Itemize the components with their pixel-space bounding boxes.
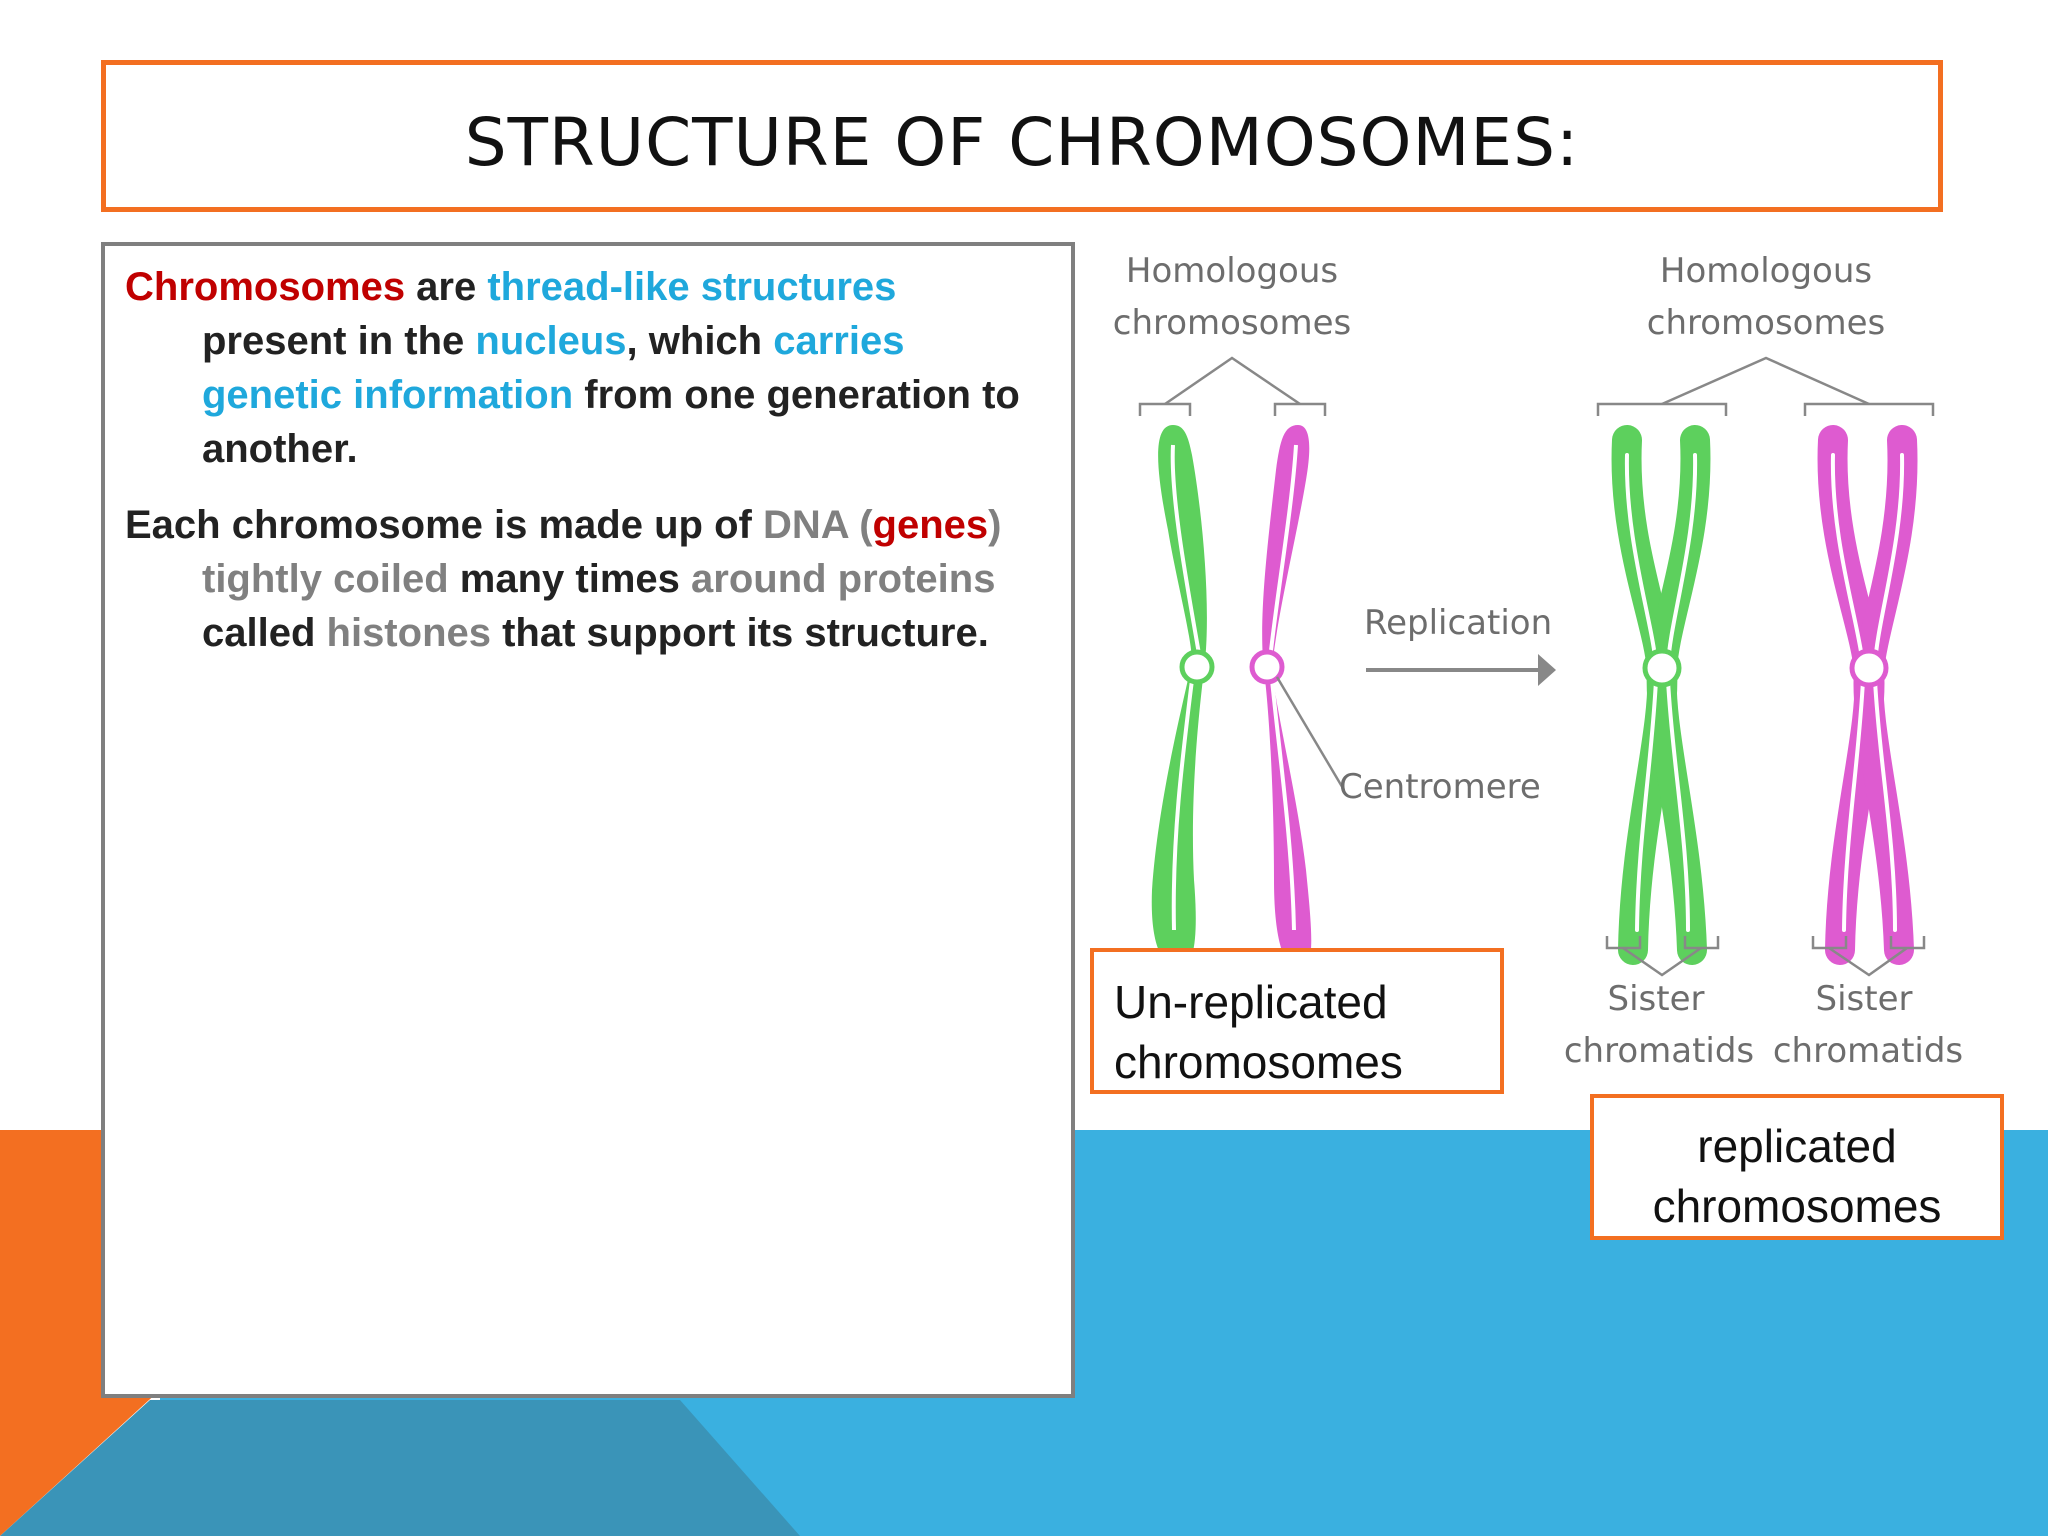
label-box-replicated: replicated chromosomes xyxy=(1590,1094,2004,1240)
label-homologous-right-line2: chromosomes xyxy=(1647,303,1885,343)
label-replicated-line2: chromosomes xyxy=(1652,1180,1942,1232)
term-genes: genes xyxy=(872,503,989,547)
term-dna: DNA ( xyxy=(762,503,873,547)
term-around-proteins: around proteins xyxy=(691,557,996,601)
paragraph-definition: Chromosomes are thread-like structures p… xyxy=(125,260,1051,476)
bracket-sister-left xyxy=(1605,936,1720,977)
label-unreplicated-line1: Un-replicated xyxy=(1114,976,1388,1028)
label-sister-left-line2: chromatids xyxy=(1564,1031,1754,1071)
term-tightly-coiled: ) tightly coiled xyxy=(202,503,1002,601)
text-segment: from one generation to another. xyxy=(202,373,1020,471)
bracket-homologous-right xyxy=(1596,356,1935,416)
text-segment: , which xyxy=(626,319,774,363)
term-thread-like: thread-like structures xyxy=(487,265,897,309)
chromosome-diagram: Homologous chromosomes Homologous chromo… xyxy=(1113,251,1963,1071)
centromere-pointer xyxy=(1275,676,1346,791)
content-box: Chromosomes are thread-like structures p… xyxy=(101,242,1075,1398)
label-homologous-left-line1: Homologous xyxy=(1126,251,1338,291)
term-genetic-information: carries genetic information xyxy=(202,319,905,417)
paragraph-composition: Each chromosome is made up of DNA (genes… xyxy=(125,498,1051,660)
term-histones: histones xyxy=(326,611,491,655)
term-chromosomes: Chromosomes xyxy=(125,265,406,309)
bracket-sister-right xyxy=(1811,936,1926,977)
background-dark-blue-shape xyxy=(0,1400,800,1536)
label-unreplicated-line2: chromosomes xyxy=(1114,1036,1403,1088)
text-segment: present in the xyxy=(202,319,476,363)
text-segment: called xyxy=(202,611,327,655)
chromosome-pink-unreplicated xyxy=(1249,425,1312,970)
label-homologous-left-line2: chromosomes xyxy=(1113,303,1351,343)
label-sister-left-line1: Sister xyxy=(1608,979,1705,1019)
replication-arrow xyxy=(1366,654,1556,686)
text-segment: many times xyxy=(448,557,692,601)
text-segment: that support its structure. xyxy=(491,611,989,655)
chromosome-green-replicated xyxy=(1611,425,1711,965)
page-title: STRUCTURE OF CHROMOSOMES: xyxy=(464,103,1580,181)
term-nucleus: nucleus xyxy=(475,319,627,363)
text-segment: Each chromosome is made up of xyxy=(125,503,763,547)
label-replicated-line1: replicated xyxy=(1697,1120,1897,1172)
chromosome-green-unreplicated xyxy=(1151,425,1215,968)
label-centromere: Centromere xyxy=(1339,767,1541,807)
title-box: STRUCTURE OF CHROMOSOMES: xyxy=(101,60,1943,212)
label-sister-right-line1: Sister xyxy=(1816,979,1913,1019)
text-segment: are xyxy=(405,265,488,309)
label-box-unreplicated: Un-replicated chromosomes xyxy=(1090,948,1504,1094)
label-replication: Replication xyxy=(1364,603,1552,643)
label-sister-right-line2: chromatids xyxy=(1773,1031,1963,1071)
chromosome-pink-replicated xyxy=(1817,425,1918,965)
bracket-homologous-left xyxy=(1138,356,1327,416)
label-homologous-right-line1: Homologous xyxy=(1660,251,1872,291)
